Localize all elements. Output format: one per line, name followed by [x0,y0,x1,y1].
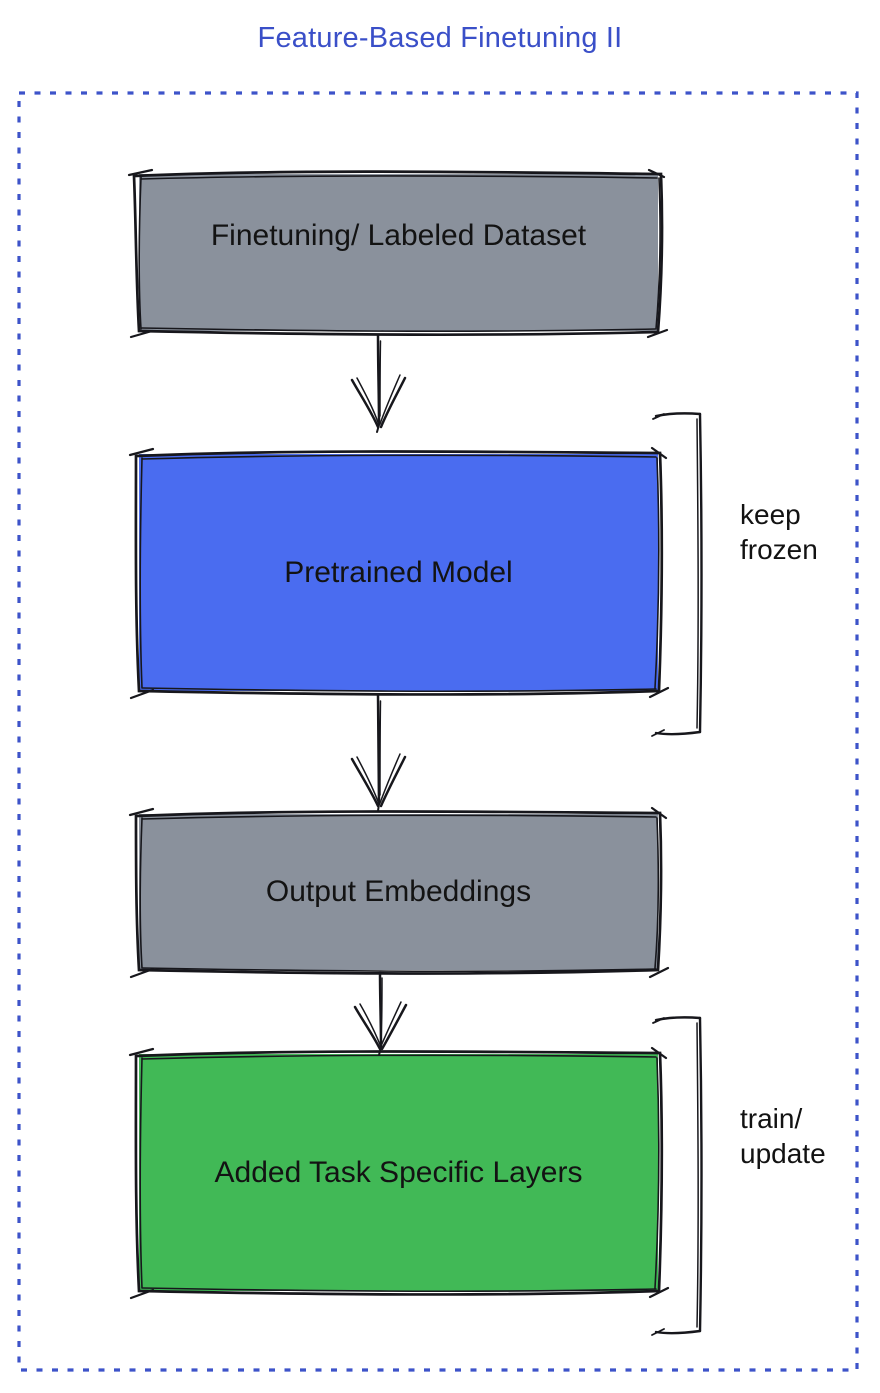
node-added-task-layers-label: Added Task Specific Layers [214,1155,583,1189]
bracket-keep-frozen [651,412,703,737]
arrow-down-3 [353,971,408,1056]
diagram-title: Feature-Based Finetuning II [257,22,623,54]
annotation-keep-frozen: keep frozen [740,499,818,565]
node-pretrained-model-label: Pretrained Model [284,555,513,589]
node-output-embeddings-label: Output Embeddings [265,875,532,908]
node-finetuning-dataset: Finetuning/ Labeled Dataset [139,174,658,331]
arrow-down-1 [350,334,407,433]
bracket-train-update [651,1016,703,1336]
annotation-train-update: train/ update [740,1103,826,1169]
node-output-embeddings: Output Embeddings [139,814,658,970]
node-finetuning-dataset-label: Finetuning/ Labeled Dataset [210,218,587,252]
node-added-task-layers: Added Task Specific Layers [139,1054,658,1291]
arrow-down-2 [350,693,407,812]
node-pretrained-model: Pretrained Model [139,454,658,691]
